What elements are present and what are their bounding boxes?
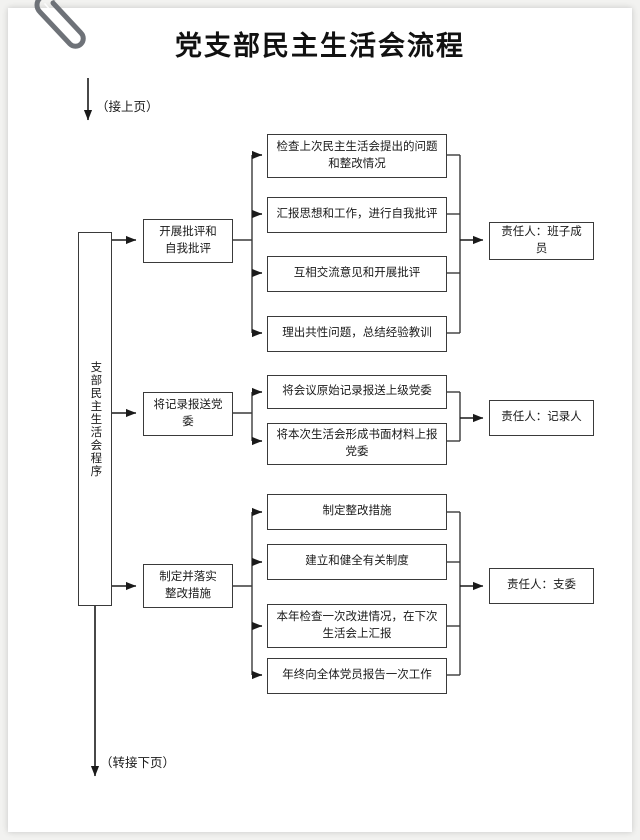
detail-line2: 生活会上汇报 xyxy=(322,628,392,640)
note-continued-to-next: （转接下页） xyxy=(100,756,176,770)
page-title: 党支部民主生活会流程 xyxy=(175,31,465,61)
stage-node-criticism[interactable]: 开展批评和 自我批评 xyxy=(143,219,233,263)
detail-line2: 党委 xyxy=(345,446,369,458)
owner-text: 责任人：支委 xyxy=(507,579,576,592)
detail-line1: 理出共性问题，总结经验教训 xyxy=(282,327,432,340)
detail-line1: 互相交流意见和开展批评 xyxy=(293,267,421,280)
detail-line2: 和整改情况 xyxy=(328,158,386,170)
detail-line1: 将本次生活会形成书面材料上报 xyxy=(276,428,438,441)
detail-node[interactable]: 将本次生活会形成书面材料上报 党委 xyxy=(267,423,447,465)
detail-node[interactable]: 年终向全体党员报告一次工作 xyxy=(267,658,447,694)
note-continued-from-previous: （接上页） xyxy=(96,100,159,114)
owner-node[interactable]: 责任人：支委 xyxy=(489,568,594,604)
detail-node[interactable]: 理出共性问题，总结经验教训 xyxy=(267,316,447,352)
detail-node[interactable]: 检查上次民主生活会提出的问题 和整改情况 xyxy=(267,134,447,178)
stage-label-line1: 将记录报送党 xyxy=(153,398,223,411)
detail-line1: 建立和健全有关制度 xyxy=(305,555,409,568)
detail-node[interactable]: 建立和健全有关制度 xyxy=(267,544,447,580)
detail-line1: 将会议原始记录报送上级党委 xyxy=(282,385,432,398)
process-spine-label: 支部民主生活会程序 xyxy=(78,232,112,606)
detail-node[interactable]: 互相交流意见和开展批评 xyxy=(267,256,447,292)
detail-line1: 本年检查一次改进情况，在下次 xyxy=(276,610,438,623)
detail-line1: 汇报思想和工作，进行自我批评 xyxy=(276,208,438,221)
stage-label-line2: 整改措施 xyxy=(165,588,211,600)
detail-line1: 检查上次民主生活会提出的问题 xyxy=(276,140,438,153)
stage-label-line1: 开展批评和 xyxy=(159,225,217,238)
detail-node[interactable]: 本年检查一次改进情况，在下次 生活会上汇报 xyxy=(267,604,447,648)
detail-node[interactable]: 汇报思想和工作，进行自我批评 xyxy=(267,197,447,233)
stage-label-line2: 自我批评 xyxy=(165,243,211,255)
detail-node[interactable]: 将会议原始记录报送上级党委 xyxy=(267,375,447,409)
detail-line1: 制定整改措施 xyxy=(322,505,392,518)
spine-text: 支部民主生活会程序 xyxy=(89,360,102,478)
owner-node[interactable]: 责任人：班子成员 xyxy=(489,222,594,260)
detail-node[interactable]: 制定整改措施 xyxy=(267,494,447,530)
stage-label-line2: 委 xyxy=(182,416,194,428)
owner-text: 责任人：班子成员 xyxy=(501,225,582,255)
owner-node[interactable]: 责任人：记录人 xyxy=(489,400,594,436)
detail-line1: 年终向全体党员报告一次工作 xyxy=(282,669,432,682)
stage-node-rectify[interactable]: 制定并落实 整改措施 xyxy=(143,564,233,608)
stage-label-line1: 制定并落实 xyxy=(159,570,217,583)
owner-text: 责任人：记录人 xyxy=(501,411,582,424)
stage-node-report[interactable]: 将记录报送党 委 xyxy=(143,392,233,436)
